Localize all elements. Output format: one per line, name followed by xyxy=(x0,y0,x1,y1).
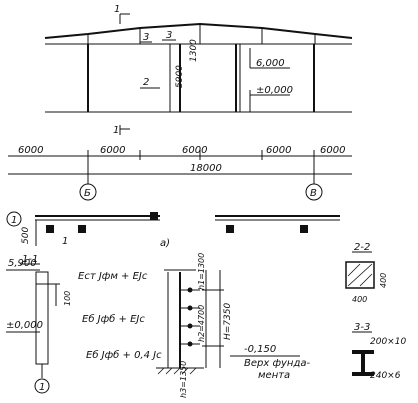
marker-3a: 3 xyxy=(143,32,149,43)
axis-1-bubble-s11 xyxy=(34,378,50,394)
span-3: 6000 xyxy=(182,145,207,156)
plan-column xyxy=(300,225,308,233)
dim-5900: 5900 xyxy=(175,65,185,88)
dim-100: 100 xyxy=(63,291,72,306)
dim-500: 500 xyxy=(21,227,31,244)
plan-column xyxy=(46,225,54,233)
ground-hatch xyxy=(189,367,197,375)
axis-v-bubble xyxy=(305,183,323,201)
stiffness-formulas: Eст Jфм + EJc Eб Jфб + EJc Eб Jфб + 0,4 … xyxy=(78,271,162,361)
span-2: 6000 xyxy=(100,145,125,156)
elev-0000: ±0,000 xyxy=(256,85,293,96)
elev-0000-s11: ±0,000 xyxy=(6,320,43,331)
plan-column xyxy=(78,225,86,233)
section-2-2-title: 2-2 xyxy=(354,242,370,253)
axis-1-s11: 1 xyxy=(39,382,45,393)
marker-2: 2 xyxy=(143,77,149,88)
elev-5900: 5,900 xyxy=(8,258,37,269)
total-span: 18000 xyxy=(190,163,222,174)
ground-hatch xyxy=(181,367,189,375)
axis-1: 1 xyxy=(11,215,17,226)
ibeam-bottom-flange xyxy=(352,372,374,376)
dim-200x10: 200×10 xyxy=(370,337,406,347)
elev-m0150: -0,150 xyxy=(244,344,276,355)
section-1-1: 1-1 5,900 100 ±0,000 1 xyxy=(6,254,72,394)
axis-v: В xyxy=(310,188,317,199)
span-5: 6000 xyxy=(320,145,345,156)
section-3-3-title: 3-3 xyxy=(354,322,370,333)
section-3-3: 3-3 200×10 240×6 xyxy=(352,322,406,381)
axis-1-bubble xyxy=(6,211,22,227)
plan-axis-1: 1 xyxy=(62,236,68,247)
h2: h2=4700 xyxy=(197,305,206,342)
section-marker-1-top: 1 xyxy=(114,4,120,15)
ibeam-top-flange xyxy=(352,350,374,354)
axis-b-bubble xyxy=(79,183,97,201)
square-hatch xyxy=(347,263,361,277)
h3: h3=1350 xyxy=(179,361,188,398)
section-wall xyxy=(35,271,49,365)
building-section: 1 1 3 3 2 5900 1300 6,000 ±0,000 6000 60 xyxy=(8,4,353,201)
span-1: 6000 xyxy=(18,145,43,156)
foundation-note: Верх фунда- xyxy=(244,358,311,369)
span-4: 6000 xyxy=(266,145,291,156)
label-a: а) xyxy=(160,238,170,249)
section-marker-1-bottom: 1 xyxy=(113,125,119,136)
column-scheme: h1=1300 h2=4700 h3=1350 H=7350 -0,150 Ве… xyxy=(156,253,311,398)
roof-line xyxy=(44,22,353,39)
dim-400-vertical: 400 xyxy=(379,273,388,288)
H: H=7350 xyxy=(223,303,233,340)
elev-6000: 6,000 xyxy=(256,58,285,69)
h1: h1=1300 xyxy=(197,253,206,290)
marker-3b: 3 xyxy=(166,30,172,41)
dim-400-horizontal: 400 xyxy=(352,295,367,304)
ibeam-web xyxy=(361,354,365,372)
formula-1: Eст Jфм + EJc xyxy=(78,271,148,282)
plan-column xyxy=(150,212,158,220)
formula-2: Eб Jфб + EJc xyxy=(82,313,145,325)
formula-3: Eб Jфб + 0,4 Jc xyxy=(86,349,162,361)
section-2-2-square xyxy=(345,261,375,289)
dim-1300: 1300 xyxy=(189,39,199,62)
ground-hatch xyxy=(173,367,181,375)
ground-hatch xyxy=(165,367,173,375)
ground-hatch xyxy=(157,367,165,375)
axis-b: Б xyxy=(84,188,91,199)
plan-column xyxy=(226,225,234,233)
plan-strip: 1 500 1 а) xyxy=(6,211,340,249)
dim-240x6: 240×6 xyxy=(370,371,401,381)
section-2-2: 2-2 400 400 xyxy=(345,242,388,304)
section-1-1-title: 1-1 xyxy=(22,254,38,265)
square-hatch xyxy=(359,273,373,287)
square-hatch xyxy=(347,263,373,287)
foundation-note2: мента xyxy=(258,370,290,381)
